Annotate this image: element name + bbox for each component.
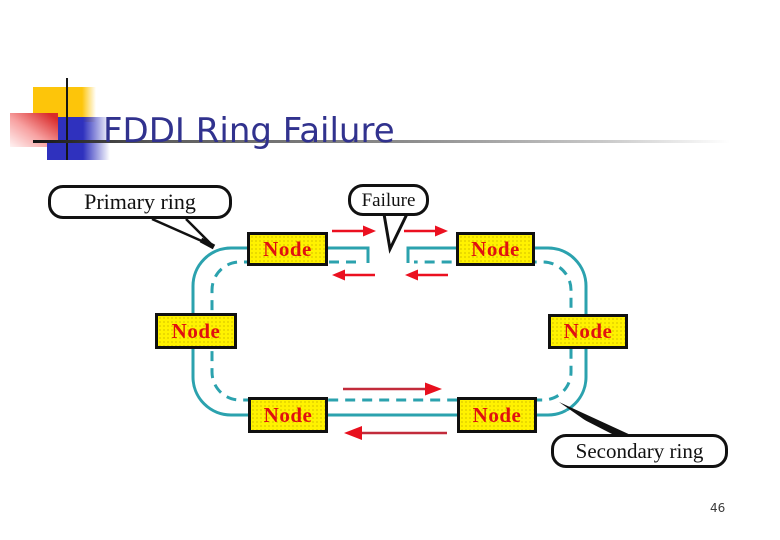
arrow-right-bottom-icon [343,382,442,396]
arrow-left-bottom-icon [344,426,447,440]
logo-blue-square-lower [47,143,59,160]
node-box-middle-left: Node [155,313,237,349]
logo-blue-fade [83,117,110,160]
arrow-right-outer-left-icon [332,225,376,237]
failure-pointer [382,213,409,254]
secondary-ring-pointer [559,402,635,437]
node-box-top-left: Node [247,232,328,266]
node-box-top-right: Node [456,232,535,266]
node-box-bottom-left: Node [248,397,328,433]
failure-callout: Failure [348,184,429,216]
secondary-ring-callout: Secondary ring [551,434,728,468]
logo-vertical-line [66,78,68,160]
node-box-middle-right: Node [548,314,628,349]
primary-ring-callout: Primary ring [48,185,232,219]
title-underline-rule [33,140,730,143]
arrow-right-outer-right-icon [404,225,448,237]
page-title: FDDI Ring Failure [103,110,395,151]
primary-ring-pointer [151,217,216,250]
primary-ring-line [191,246,588,417]
logo-blue-square [58,117,83,160]
secondary-ring-dashed-line [210,260,573,402]
arrow-left-inner-right-icon [405,269,448,281]
page-number: 46 [710,501,726,515]
arrow-left-inner-left-icon [332,269,375,281]
node-box-bottom-right: Node [457,397,537,433]
logo-yellow-fade [82,87,96,122]
